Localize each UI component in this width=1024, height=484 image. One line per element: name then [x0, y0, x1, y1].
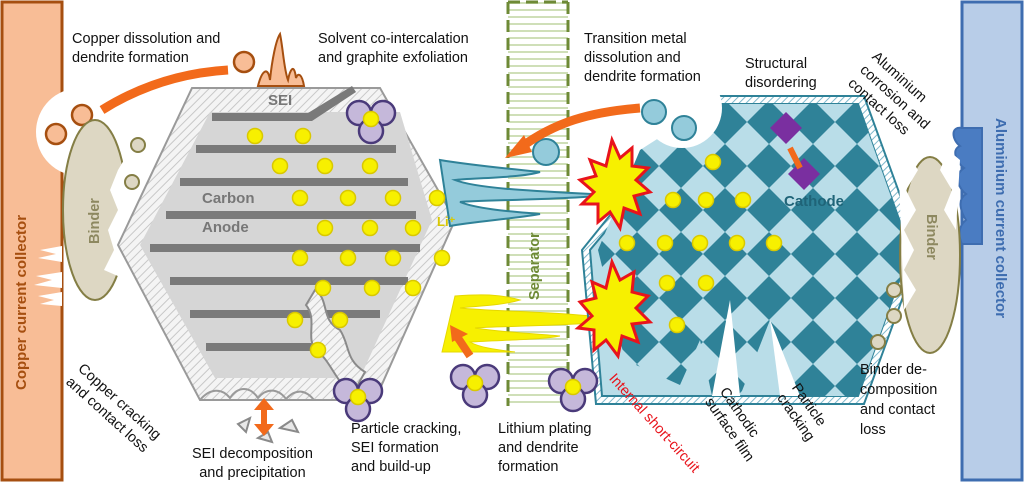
disordered-site: [770, 112, 802, 144]
separator: [506, 0, 570, 406]
binder-particle: [886, 282, 902, 298]
copper-current-collector: [0, 0, 64, 482]
lithium-ion: [361, 157, 379, 175]
cathode-crack: [770, 320, 800, 396]
copper-migration-arrow: [99, 65, 229, 114]
lithium-ion: [404, 279, 422, 297]
cathode-label: Cathode: [784, 193, 844, 210]
lithium-ion: [765, 234, 783, 252]
cathode-crack: [712, 300, 740, 396]
lithium-ion: [728, 234, 746, 252]
lithium-ion: [314, 279, 332, 297]
aluminium-current-collector: [952, 0, 1024, 482]
aluminium-collector-label: Aluminium current collector: [992, 118, 1009, 319]
arrowhead: [450, 325, 468, 342]
binder-particle: [130, 137, 146, 153]
arrowhead: [254, 398, 274, 410]
lithium-ion: [309, 341, 327, 359]
solvent-molecule: [345, 99, 397, 145]
binder-right-degradation: [898, 150, 918, 310]
lithium-ion: [618, 234, 636, 252]
annotation-sei-decomposition: SEI decomposition and precipitation: [192, 446, 313, 481]
lithium-ion: [331, 311, 349, 329]
lithium-dendrite: [441, 294, 621, 353]
structural-disorder-arrow: [787, 146, 803, 170]
annotation-solvent-cointercalation: Solvent co-intercalation and graphite ex…: [318, 31, 469, 66]
lithium-ion: [246, 127, 264, 145]
lithium-ion: [656, 234, 674, 252]
annotation-structural-disordering: Structural disordering: [745, 56, 817, 91]
lithium-ion-label: Li⁺: [437, 214, 456, 229]
lithium-ion: [697, 274, 715, 292]
short-circuit-burst: [574, 257, 654, 360]
lithium-ion: [271, 157, 289, 175]
transition-metal-particle: [671, 115, 697, 141]
carbon-anode: [116, 86, 457, 401]
lithium-ion: [428, 189, 446, 207]
lithium-ion: [664, 191, 682, 209]
lithium-ion: [704, 153, 722, 171]
lithium-ion: [384, 189, 402, 207]
lithium-ion: [291, 189, 309, 207]
lithium-ion: [691, 234, 709, 252]
transition-metal-particle: [641, 99, 667, 125]
lithium-ion: [734, 191, 752, 209]
binder-particle: [886, 308, 902, 324]
annotation-transition-metal: Transition metal dissolution and dendrit…: [584, 31, 701, 85]
binder-particle: [870, 334, 886, 350]
binder-right-label: Binder: [923, 214, 939, 260]
lithium-ion: [361, 219, 379, 237]
anode-label-carbon: Carbon: [202, 190, 255, 207]
copper-collector-label: Copper current collector: [13, 214, 30, 390]
annotation-binder-decomposition: Binder de- composition and contact loss: [860, 362, 938, 438]
lithium-ions: [246, 127, 783, 359]
lithium-ion: [286, 311, 304, 329]
sei-bottom-layer: [199, 388, 315, 401]
lithium-ion: [363, 279, 381, 297]
lithium-ion: [433, 249, 451, 267]
solvent-molecule: [547, 367, 599, 413]
lithium-ion: [658, 274, 676, 292]
binder-particle: [124, 174, 140, 190]
solvent-molecule: [449, 363, 501, 409]
lithium-ion: [316, 157, 334, 175]
binder-right-degradation: [940, 150, 960, 230]
sei-fragments: [236, 416, 300, 444]
cathode: [580, 68, 922, 405]
binder-right: [899, 156, 961, 354]
lithium-ion: [404, 219, 422, 237]
transition-metal-arrow: [517, 103, 641, 152]
binder-left-label: Binder: [87, 198, 103, 244]
annotation-copper-dissolution: Copper dissolution and dendrite formatio…: [72, 31, 221, 66]
arrowhead: [505, 135, 532, 158]
copper-dendrite: [256, 31, 306, 87]
lithium-ion: [339, 249, 357, 267]
transition-metal-dendrite: [438, 158, 611, 228]
transition-metal-particle: [532, 138, 560, 166]
graphite-layers: [150, 86, 420, 351]
lithium-ion: [668, 316, 686, 334]
copper-crack-marks: [34, 246, 62, 306]
arrowhead: [254, 424, 274, 436]
lithium-ion: [316, 219, 334, 237]
transition-metal-notch: [642, 68, 722, 148]
lithium-ion: [291, 249, 309, 267]
sei-label: SEI: [268, 92, 293, 109]
copper-particle: [44, 122, 68, 146]
solvent-molecules: [332, 99, 599, 423]
lithium-ion: [339, 189, 357, 207]
copper-particle: [70, 103, 94, 127]
annotation-lithium-plating: Lithium plating and dendrite formation: [498, 421, 592, 475]
annotation-particle-cracking-anode: Particle cracking, SEI formation and bui…: [351, 421, 462, 475]
copper-particle: [232, 50, 256, 74]
lithium-ion: [384, 249, 402, 267]
lithium-ion: [697, 191, 715, 209]
anode-label-anode: Anode: [202, 219, 249, 236]
lithium-ion: [294, 127, 312, 145]
separator-label: Separator: [527, 232, 543, 300]
solvent-molecule: [332, 377, 384, 423]
short-circuit-burst: [576, 135, 654, 232]
